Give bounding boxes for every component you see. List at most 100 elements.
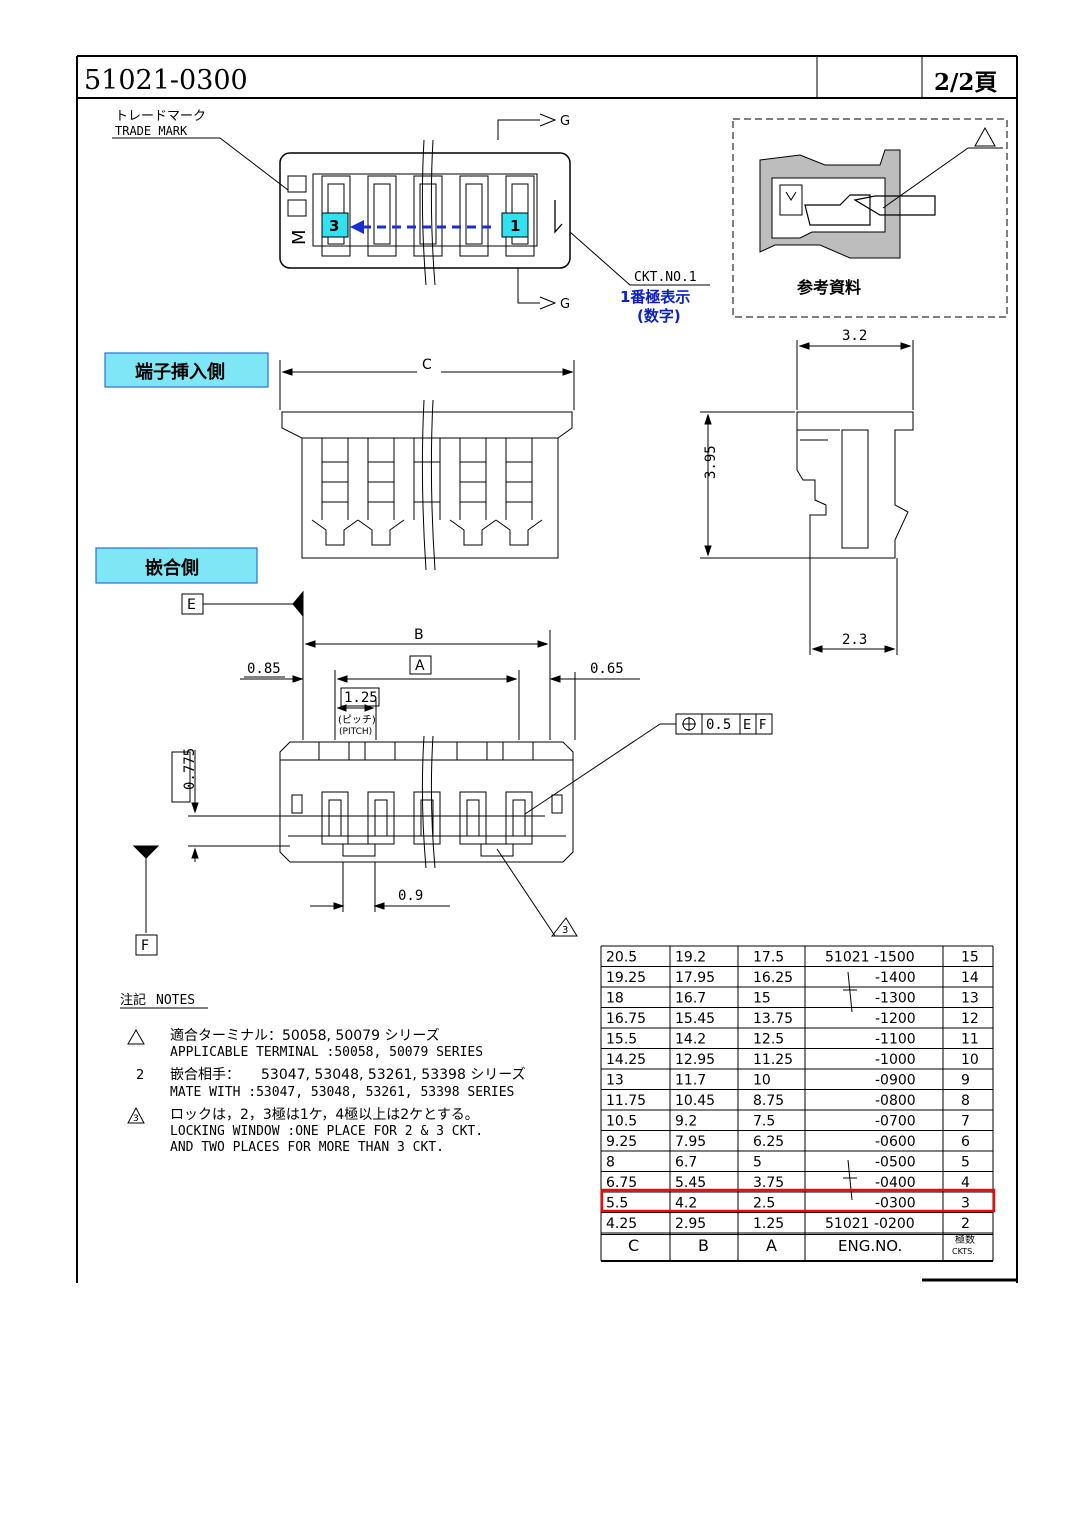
cell-ckts: 6 [961,1134,970,1150]
cell-b: 19.2 [675,950,706,966]
cell-b: 10.45 [675,1093,715,1109]
cell-b: 5.45 [675,1175,706,1191]
cell-a: 6.25 [753,1134,784,1150]
cell-a: 1.25 [753,1216,784,1232]
notes-header-en: NOTES [156,993,195,1008]
cell-a: 11.25 [753,1052,793,1068]
note3-en: LOCKING WINDOW :ONE PLACE FOR 2 & 3 CKT. [170,1124,483,1139]
header-eng-no: ENG.NO. [838,1237,902,1255]
datum-f-box: F [141,938,149,954]
cell-c: 14.25 [606,1052,646,1068]
dim-c-label: C [422,357,432,373]
cell-eng-no: -0300 [875,1196,916,1212]
cell-c: 5.5 [606,1196,628,1212]
cell-ckts: 2 [961,1216,970,1232]
cell-b: 12.95 [675,1052,715,1068]
note3-en2: AND TWO PLACES FOR MORE THAN 3 CKT. [170,1140,444,1155]
cell-a: 2.5 [753,1196,775,1212]
section-mark-top: G [560,114,570,129]
cell-a: 5 [753,1155,762,1171]
cell-a: 12.5 [753,1032,784,1048]
mating-side-label: 嵌合側 [145,557,199,579]
cell-eng-no: -0700 [875,1114,916,1130]
cell-eng-no: -0600 [875,1134,916,1150]
tolerance-datum-f: F [759,718,766,733]
reference-caption: 参考資料 [797,278,861,297]
dim-pitch: 1.25 [344,690,378,706]
notes: 注記 NOTES 適合ターミナル：50058, 50079 シリーズ APPLI… [120,992,526,1155]
cell-c: 4.25 [606,1216,637,1232]
notes-header-jp: 注記 [120,992,146,1008]
table-header: C B A ENG.NO. 極数 CKTS. [628,1233,975,1256]
cell-c: 19.25 [606,970,646,986]
cell-c: 13 [606,1073,624,1089]
cell-eng-no: -1200 [875,1011,916,1027]
cell-eng-no: -1300 [875,991,916,1007]
pin-label-first: 1 [510,217,520,235]
top-view: トレードマーク TRADE MARK M 3 1 CKT.NO [112,109,710,325]
tolerance-datum-e: E [743,718,751,733]
header-ckts-jp: 極数 [955,1233,975,1246]
logo-letter: M [289,229,310,245]
pin1-note-line2: (数字) [637,307,681,325]
trade-mark-en: TRADE MARK [115,124,188,138]
note2-marker: 2 [136,1068,144,1083]
reference-section: 参考資料 [732,118,1008,318]
cell-eng-no: -1000 [875,1052,916,1068]
pin-label-last: 3 [329,217,339,235]
dim-left-offset: 0.85 [247,661,281,677]
dim-width-label: 3.2 [842,328,867,344]
ditto-mark [843,1159,857,1201]
cell-b: 6.7 [675,1155,697,1171]
dim-right-offset: 0.65 [590,661,624,677]
cell-a: 13.75 [753,1011,793,1027]
cell-eng-no: -1400 [875,970,916,986]
cell-b: 16.7 [675,991,706,1007]
cell-ckts: 3 [961,1196,970,1212]
cell-ckts: 12 [961,1011,979,1027]
dim-09: 0.9 [398,888,423,904]
tolerance-value: 0.5 [706,717,731,733]
dim-a-label: A [415,658,425,674]
note3-warning-icon [127,1106,145,1124]
dim-height-label: 3.95 [703,445,719,479]
cell-a: 16.25 [753,970,793,986]
cell-c: 9.25 [606,1134,637,1150]
cell-a: 15 [753,991,771,1007]
cell-b: 11.7 [675,1073,706,1089]
cell-eng-no: -0900 [875,1073,916,1089]
trade-mark-jp: トレードマーク [115,109,206,124]
cell-a: 17.5 [753,950,784,966]
section-mark-bottom: G [560,297,570,312]
cell-eng-no: 51021 -0200 [825,1216,915,1232]
cell-b: 7.95 [675,1134,706,1150]
cell-c: 8 [606,1155,615,1171]
cell-ckts: 14 [961,970,979,986]
side-view [700,340,914,655]
front-view [279,360,575,571]
cell-eng-no: -0800 [875,1093,916,1109]
cell-a: 7.5 [753,1114,775,1130]
cell-c: 15.5 [606,1032,637,1048]
part-number: 51021-0300 [84,65,248,96]
cell-a: 3.75 [753,1175,784,1191]
title-block [76,55,1018,1283]
header-ckts-en: CKTS. [952,1247,975,1256]
cell-c: 11.75 [606,1093,646,1109]
header-b: B [698,1236,709,1255]
header-a: A [766,1236,777,1255]
cell-b: 4.2 [675,1196,697,1212]
page-number: 2/2頁 [934,69,997,96]
cell-c: 16.75 [606,1011,646,1027]
note1-en: APPLICABLE TERMINAL :50058, 50079 SERIES [170,1045,483,1060]
cell-b: 15.45 [675,1011,715,1027]
note3-marker: 3 [133,1114,139,1124]
cell-ckts: 10 [961,1052,979,1068]
note3-jp: ロックは，2，3極は1ケ，4極以上は2ケとする。 [170,1107,479,1123]
cell-c: 18 [606,991,624,1007]
cell-b: 2.95 [675,1216,706,1232]
cell-eng-no: -0500 [875,1155,916,1171]
cell-ckts: 4 [961,1175,970,1191]
